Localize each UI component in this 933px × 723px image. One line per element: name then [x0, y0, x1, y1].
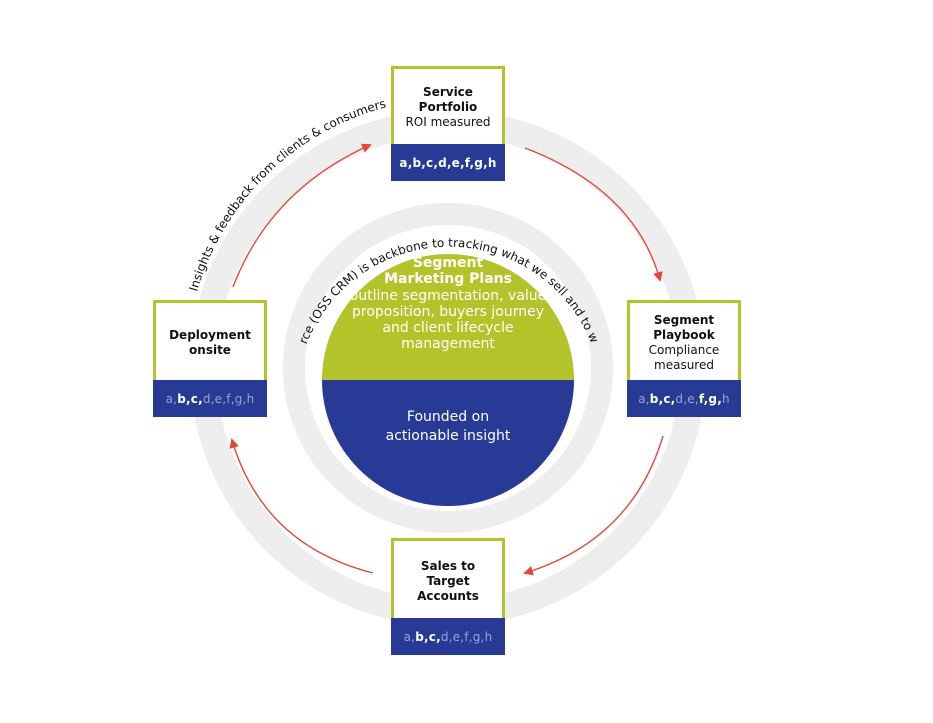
- letter-active: f,: [464, 155, 475, 170]
- letter-active: h: [487, 155, 497, 170]
- letter-active: g,: [708, 391, 722, 406]
- letter-inactive: g,: [472, 629, 485, 644]
- node-title-line: Segment: [653, 313, 715, 327]
- node-subtitle-line: measured: [654, 358, 714, 372]
- node-title-line: Sales to: [420, 558, 476, 573]
- letter-inactive: h: [484, 629, 493, 644]
- letter-active: c,: [190, 391, 203, 406]
- letter-active: a,: [399, 155, 413, 170]
- center-title-line-2: Marketing Plans: [384, 271, 512, 287]
- letter-active: c,: [426, 155, 439, 170]
- letter-active: b,: [177, 391, 191, 406]
- letter-inactive: d,: [202, 391, 215, 406]
- node-subtitle-line: Compliance: [648, 343, 720, 357]
- letter-inactive: g,: [234, 391, 247, 406]
- center-bottom-text: Founded on actionable insight: [322, 408, 574, 446]
- letter-active: e,: [451, 155, 465, 170]
- inner-ring: [283, 203, 613, 533]
- arrow-playbook-to-sales: [523, 435, 664, 576]
- arrow-deployment-to-service: [232, 143, 372, 288]
- center-title-line-1: Segment: [412, 255, 484, 271]
- letter-inactive: d,: [440, 629, 453, 644]
- letter-inactive: h: [246, 391, 255, 406]
- node-title-line: Portfolio: [418, 99, 478, 114]
- node-letter-band: a,b,c,d,e,f,g,h: [627, 380, 741, 417]
- letter-active: f,: [698, 391, 709, 406]
- letter-inactive: e,: [687, 391, 699, 406]
- letter-inactive: d,: [675, 391, 688, 406]
- letter-inactive: a,: [165, 391, 178, 406]
- letter-active: d,: [438, 155, 452, 170]
- center-bottom-line-1: Founded on: [406, 409, 490, 425]
- letter-active: c,: [663, 391, 676, 406]
- letter-active: b,: [649, 391, 664, 406]
- letter-inactive: e,: [452, 629, 465, 644]
- letter-inactive: f,: [464, 629, 473, 644]
- center-desc-line-1: outline segmentation, value: [349, 288, 547, 304]
- letter-active: b,: [415, 629, 429, 644]
- center-bottom-line-2: actionable insight: [385, 428, 511, 444]
- center-top-half: [322, 254, 574, 380]
- node-title-line: Accounts: [417, 588, 479, 603]
- letter-active: g,: [474, 155, 488, 170]
- letter-inactive: a,: [403, 629, 416, 644]
- center-top-text: Segment Marketing Plans outline segmenta…: [322, 255, 574, 352]
- center-desc-line-3: and client lifecycle: [382, 320, 514, 336]
- node-title-line: Service: [423, 84, 473, 99]
- letter-inactive: a,: [638, 391, 650, 406]
- node-letter-band: a,b,c,d,e,f,g,h: [391, 144, 505, 181]
- center-description: outline segmentation, value proposition,…: [322, 288, 574, 352]
- center-desc-line-4: management: [401, 336, 495, 352]
- center-desc-line-2: proposition, buyers journey: [351, 304, 545, 320]
- letter-active: b,: [412, 155, 427, 170]
- letter-inactive: h: [721, 391, 730, 406]
- node-title-line: Deployment: [169, 328, 251, 342]
- node-title-line: Playbook: [653, 328, 715, 342]
- node-title-line: onsite: [189, 343, 231, 357]
- letter-inactive: e,: [214, 391, 227, 406]
- letter-active: c,: [428, 629, 441, 644]
- node-letter-band: a,b,c,d,e,f,g,h: [153, 380, 267, 417]
- arrow-service-to-playbook: [524, 147, 663, 282]
- node-letter-band: a,b,c,d,e,f,g,h: [391, 618, 505, 655]
- center-title: Segment Marketing Plans: [322, 255, 574, 287]
- arrow-sales-to-deployment: [229, 438, 374, 574]
- letter-inactive: f,: [226, 391, 235, 406]
- node-subtitle-line: ROI measured: [405, 114, 491, 129]
- node-title-line: Target: [426, 573, 470, 588]
- center-bottom-half: [322, 380, 574, 506]
